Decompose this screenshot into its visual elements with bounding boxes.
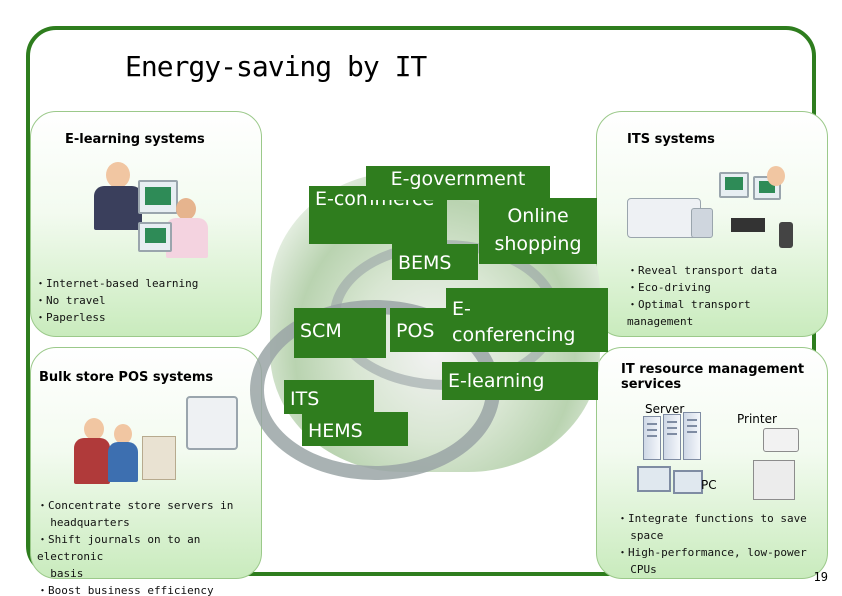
panel-it-resource-title-line1: IT resource management bbox=[621, 362, 805, 377]
bullet: ・Shift journals on to an electronic bbox=[37, 533, 201, 563]
its-person-head bbox=[767, 166, 785, 186]
pc-label: PC bbox=[701, 478, 717, 492]
tag-online-shopping: Online shopping bbox=[479, 198, 597, 264]
counter bbox=[142, 436, 176, 480]
customer-head bbox=[84, 418, 104, 440]
tag-hems: HEMS bbox=[302, 412, 408, 446]
bullet: ・Eco-driving bbox=[627, 281, 711, 294]
tag-conferencing-label: conferencing bbox=[452, 324, 576, 346]
panel-its-bullets: ・Reveal transport data ・Eco-driving ・Opt… bbox=[627, 262, 777, 330]
tag-e-label: E- bbox=[452, 298, 471, 320]
pc-icon bbox=[637, 466, 671, 492]
bullet: ・Reveal transport data bbox=[627, 264, 778, 277]
bullet: ・Boost business efficiency bbox=[37, 584, 214, 596]
tag-online-label: Online bbox=[507, 205, 569, 227]
bullet: ・Internet-based learning bbox=[35, 277, 199, 290]
bullet: ・High-performance, low-power bbox=[617, 546, 807, 559]
panel-elearning-bullets: ・Internet-based learning ・No travel ・Pap… bbox=[35, 275, 198, 326]
tag-scm-label: SCM bbox=[300, 320, 342, 342]
student-monitor bbox=[138, 222, 172, 252]
student-head bbox=[176, 198, 196, 220]
teacher-body bbox=[94, 186, 142, 230]
bullet: ・Concentrate store servers in bbox=[37, 499, 234, 512]
printer-label: Printer bbox=[737, 412, 777, 426]
server-label: Server bbox=[645, 402, 685, 416]
customer-body bbox=[74, 438, 110, 484]
panel-pos: Bulk store POS systems ・Concentrate stor… bbox=[30, 347, 262, 596]
panel-elearning: E-learning systems ・Internet-based learn… bbox=[30, 111, 262, 337]
panel-its: ITS systems ・Reveal transport data ・Eco-… bbox=[596, 111, 828, 337]
tag-its: ITS bbox=[284, 380, 374, 414]
tag-shopping-label: shopping bbox=[494, 233, 582, 255]
pos-illustration bbox=[66, 390, 256, 490]
panel-pos-title: Bulk store POS systems bbox=[39, 370, 214, 385]
slide-title: Energy-saving by IT bbox=[125, 50, 427, 83]
tag-egovernment: E-government bbox=[366, 166, 550, 200]
copier-icon bbox=[753, 460, 795, 500]
panel-it-resource-title-line2: services bbox=[621, 377, 682, 392]
tag-hems-label: HEMS bbox=[308, 420, 363, 442]
panel-elearning-title: E-learning systems bbox=[65, 132, 205, 147]
panel-it-resource-bullets: ・Integrate functions to save space ・High… bbox=[617, 510, 807, 578]
its-monitor-1 bbox=[719, 172, 749, 198]
panel-it-resource-title: IT resource management services bbox=[621, 362, 804, 392]
clerk-body bbox=[108, 442, 138, 482]
handheld-device bbox=[779, 222, 793, 248]
pc-icon bbox=[673, 470, 703, 494]
server-icon bbox=[643, 416, 661, 460]
teacher-monitor bbox=[138, 180, 178, 214]
pos-terminal bbox=[186, 396, 238, 450]
tag-its-label: ITS bbox=[290, 388, 320, 410]
navigation-device bbox=[731, 218, 765, 232]
page-number: 19 bbox=[813, 570, 828, 584]
panel-pos-bullets: ・Concentrate store servers in headquarte… bbox=[37, 497, 261, 596]
bullet: space bbox=[617, 529, 664, 542]
tag-bems-label: BEMS bbox=[398, 252, 452, 274]
tag-pos-label: POS bbox=[396, 320, 435, 342]
server-icon bbox=[683, 412, 701, 460]
panel-it-resource: IT resource management services Server P… bbox=[596, 347, 828, 579]
tag-pos: POS bbox=[390, 308, 450, 352]
tag-elearning: E-learning bbox=[442, 362, 598, 400]
teacher-head bbox=[106, 162, 130, 188]
tag-econferencing: E- conferencing bbox=[446, 288, 608, 352]
bullet: CPUs bbox=[617, 563, 657, 576]
tag-elearning-label: E-learning bbox=[448, 370, 545, 392]
tag-scm: SCM bbox=[294, 308, 386, 358]
printer-icon bbox=[763, 428, 799, 452]
bullet: ・No travel bbox=[35, 294, 106, 307]
bullet: ・Optimal transport bbox=[627, 298, 751, 311]
bullet: basis bbox=[37, 567, 84, 580]
tag-bems: BEMS bbox=[392, 244, 478, 280]
truck bbox=[627, 198, 701, 238]
tag-egovernment-label: E-government bbox=[390, 168, 526, 190]
truck-cab bbox=[691, 208, 713, 238]
elearning-illustration bbox=[66, 162, 246, 267]
bullet: headquarters bbox=[37, 516, 130, 529]
bullet: ・Integrate functions to save bbox=[617, 512, 807, 525]
its-illustration bbox=[619, 162, 819, 262]
student-body bbox=[166, 218, 208, 258]
bullet: management bbox=[627, 315, 694, 328]
server-icon bbox=[663, 414, 681, 460]
clerk-head bbox=[114, 424, 132, 444]
bullet: ・Paperless bbox=[35, 311, 106, 324]
panel-its-title: ITS systems bbox=[627, 132, 715, 147]
